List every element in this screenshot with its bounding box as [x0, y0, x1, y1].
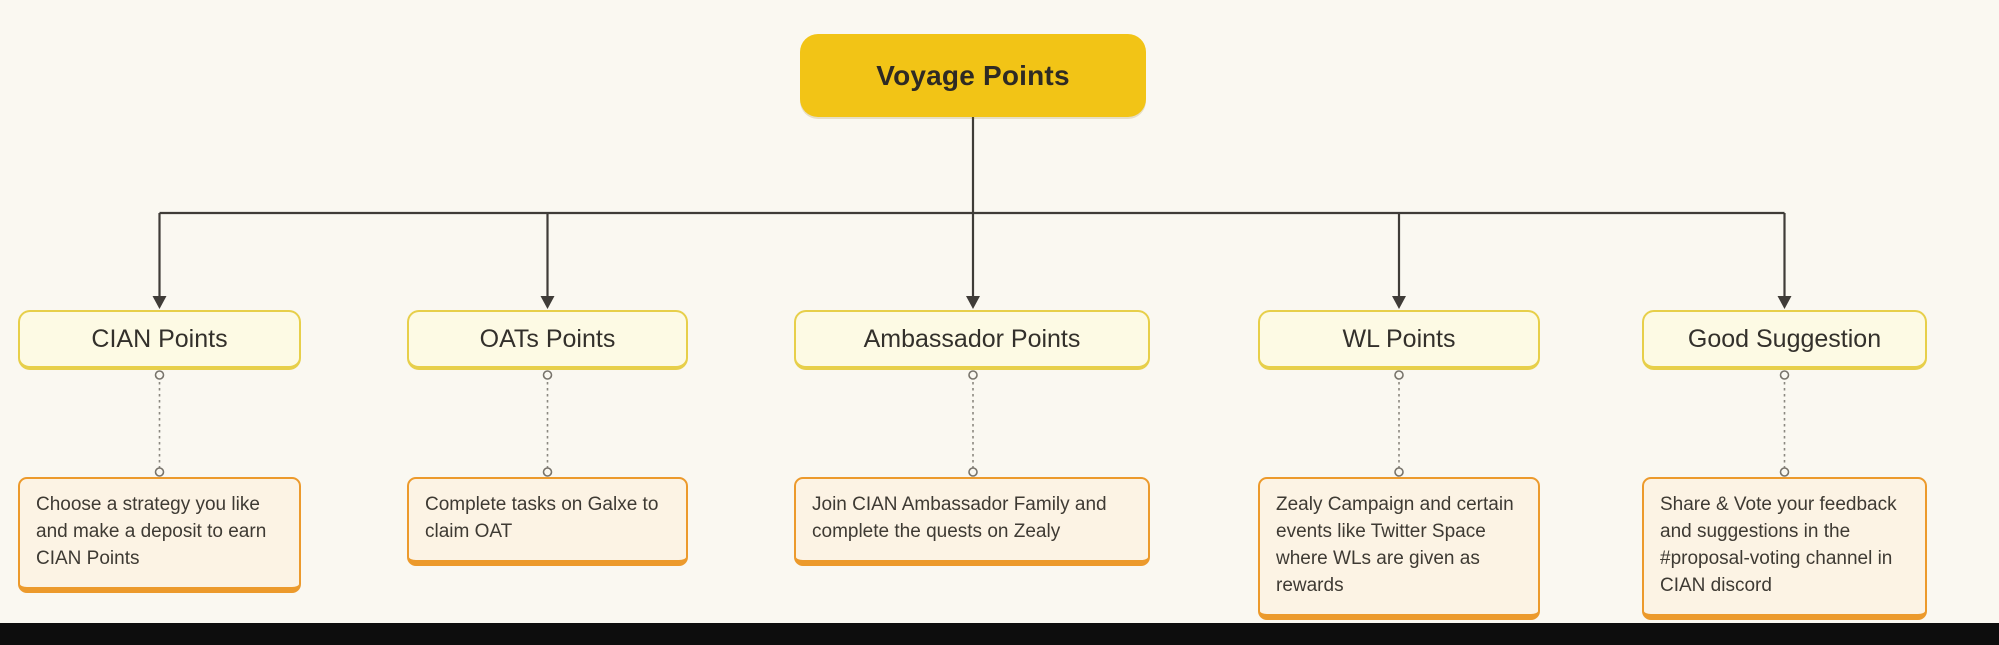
branch-node-cian-points: CIAN Points	[18, 310, 301, 370]
bottom-bar	[0, 623, 1999, 645]
branch-node-label: Good Suggestion	[1687, 324, 1882, 353]
description-text: Join CIAN Ambassador Family and complete…	[812, 494, 1107, 542]
branch-column-oats-points: OATs Points Complete tasks on Galxe to c…	[407, 0, 688, 645]
description-text: Complete tasks on Galxe to claim OAT	[425, 494, 659, 542]
root-node-voyage-points: Voyage Points	[800, 34, 1146, 117]
branch-column-cian-points: CIAN Points Choose a strategy you like a…	[18, 0, 301, 645]
branch-node-ambassador-points: Ambassador Points	[794, 310, 1150, 370]
description-text: Choose a strategy you like and make a de…	[36, 494, 267, 569]
description-text: Share & Vote your feedback and suggestio…	[1660, 494, 1897, 596]
branch-node-label: CIAN Points	[91, 324, 228, 353]
branch-node-label: OATs Points	[479, 324, 616, 353]
branch-node-oats-points: OATs Points	[407, 310, 688, 370]
description-node-oats-points: Complete tasks on Galxe to claim OAT	[407, 477, 688, 566]
branch-column-ambassador-points: Ambassador Points Join CIAN Ambassador F…	[794, 0, 1150, 645]
root-node-label: Voyage Points	[876, 59, 1070, 91]
branch-column-wl-points: WL Points Zealy Campaign and certain eve…	[1258, 0, 1540, 645]
description-node-ambassador-points: Join CIAN Ambassador Family and complete…	[794, 477, 1150, 566]
description-node-cian-points: Choose a strategy you like and make a de…	[18, 477, 301, 593]
branch-node-good-suggestion: Good Suggestion	[1642, 310, 1927, 370]
branch-node-label: WL Points	[1342, 324, 1456, 353]
branch-node-wl-points: WL Points	[1258, 310, 1540, 370]
branch-node-label: Ambassador Points	[863, 324, 1081, 353]
description-text: Zealy Campaign and certain events like T…	[1276, 494, 1514, 596]
description-node-wl-points: Zealy Campaign and certain events like T…	[1258, 477, 1540, 620]
branch-column-good-suggestion: Good Suggestion Share & Vote your feedba…	[1642, 0, 1927, 645]
description-node-good-suggestion: Share & Vote your feedback and suggestio…	[1642, 477, 1927, 620]
